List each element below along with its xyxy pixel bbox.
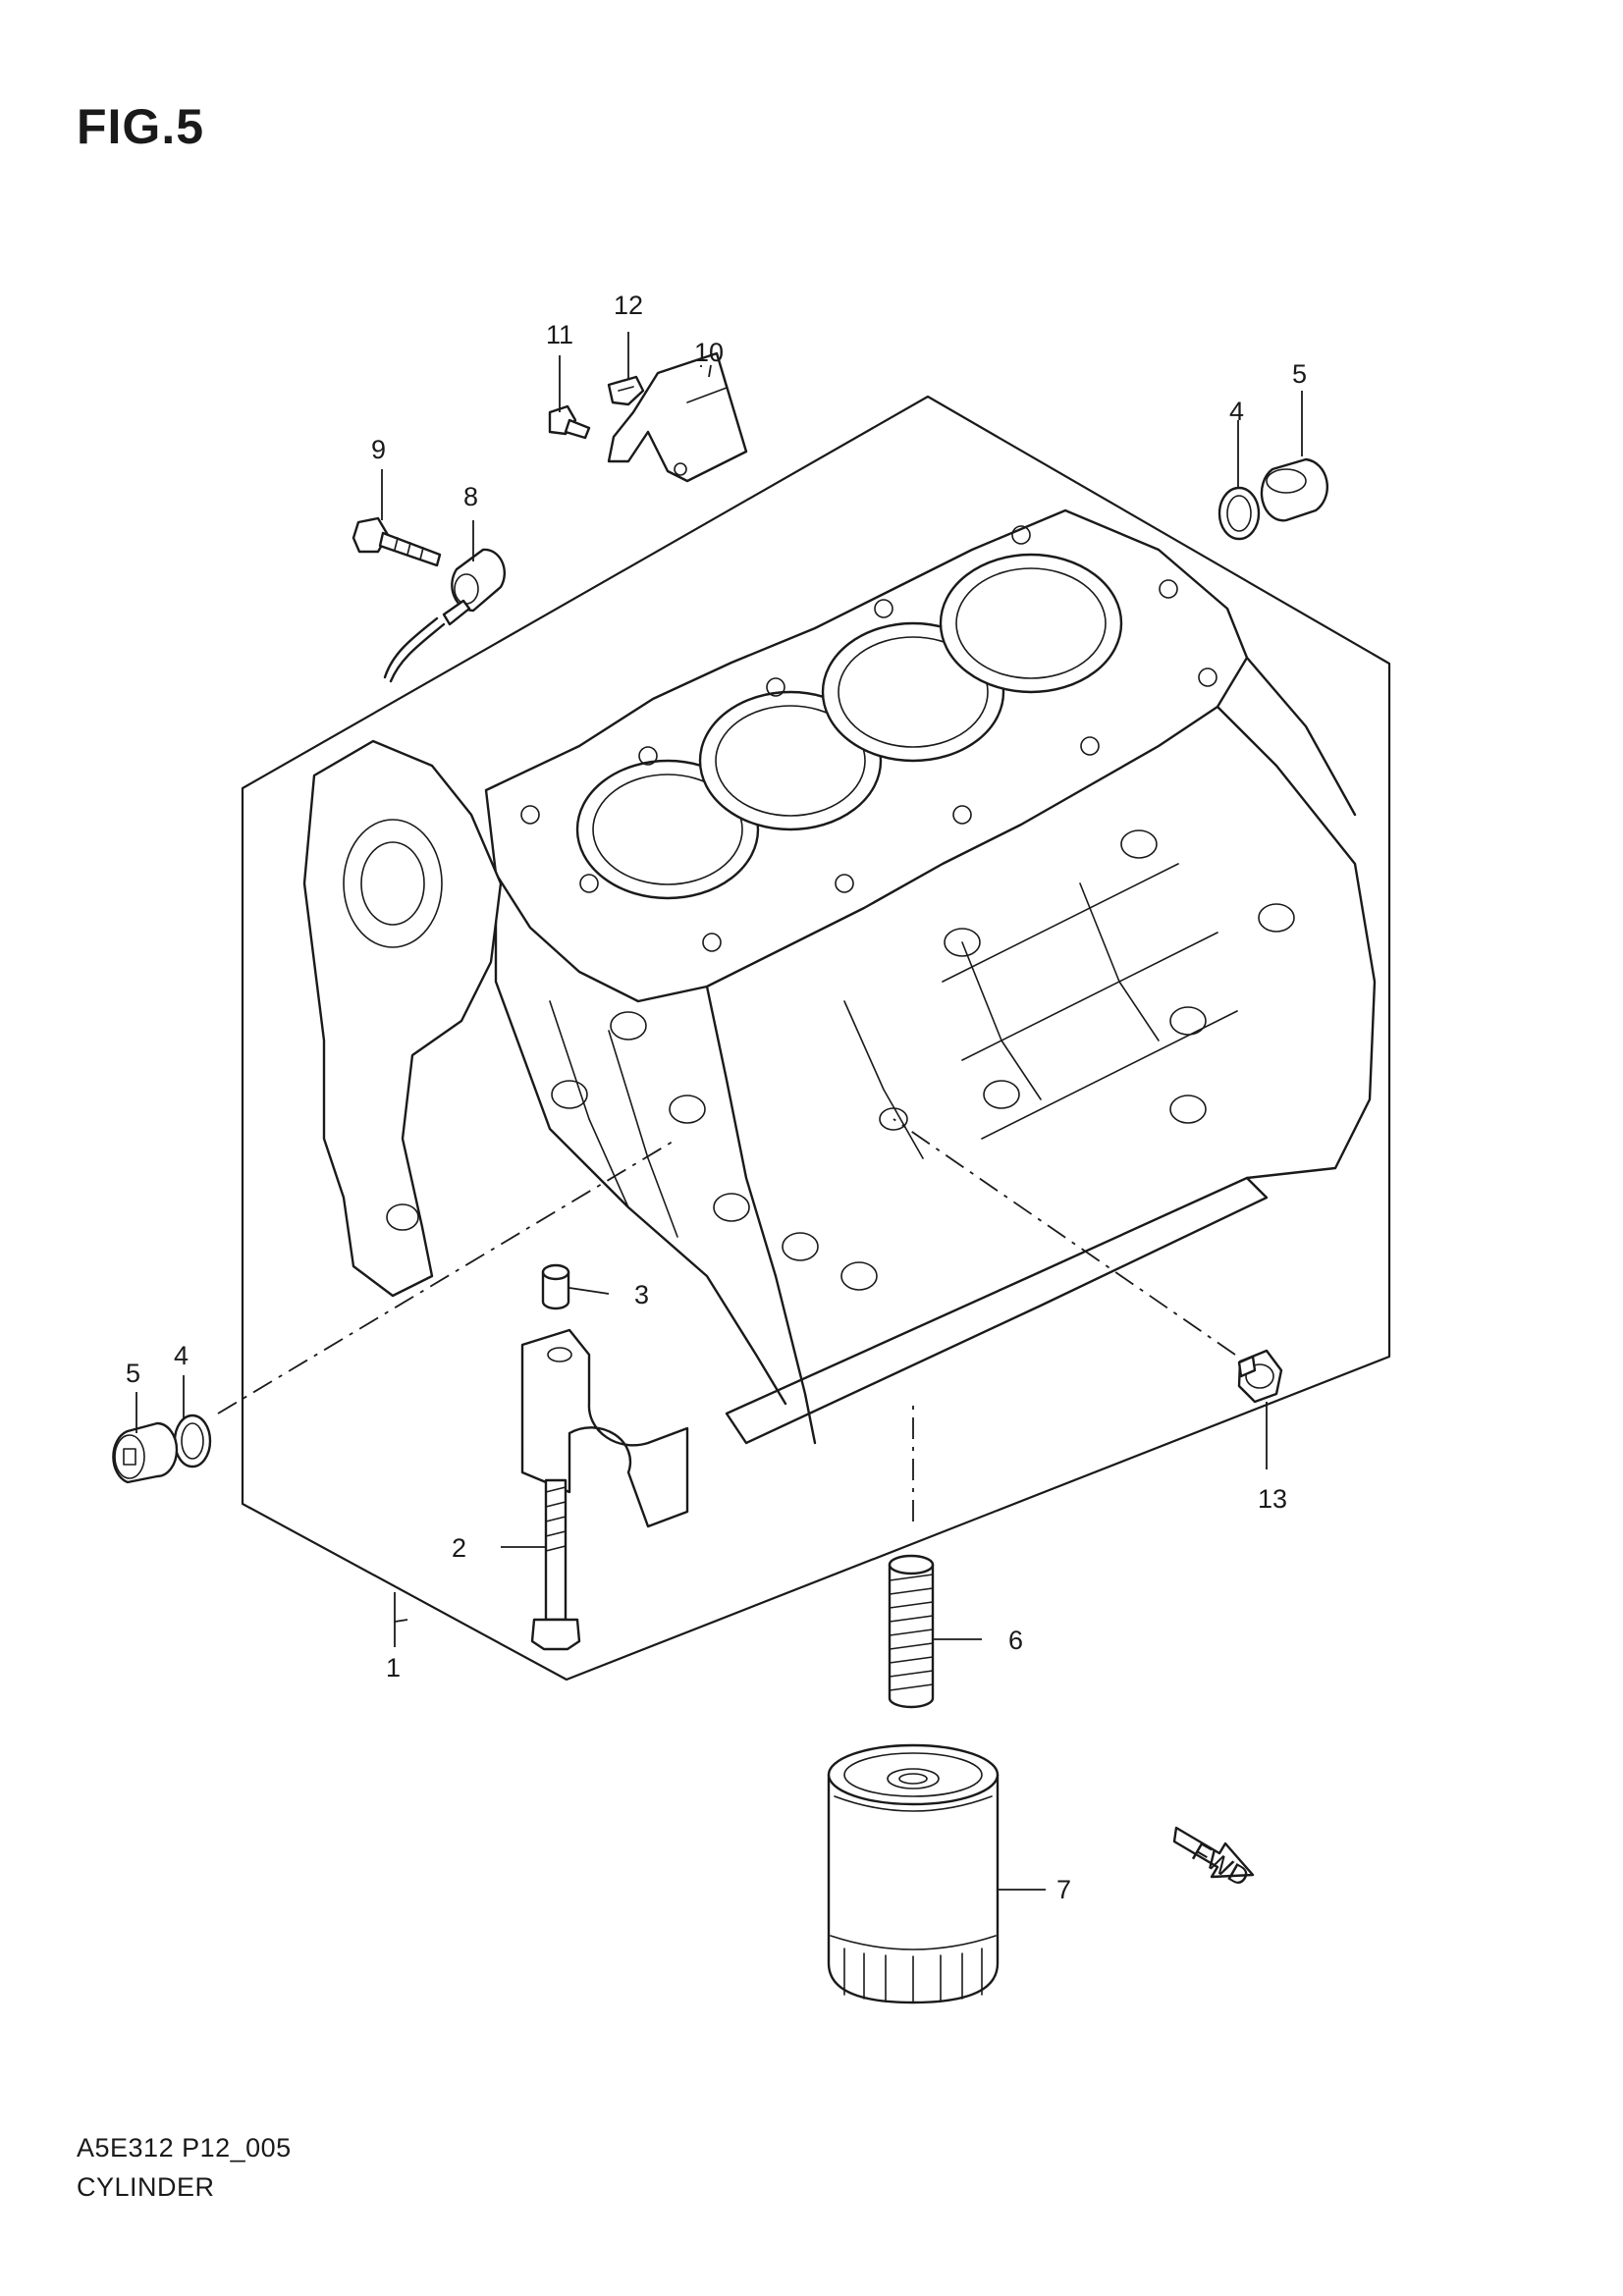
part-3-dowel-pin[interactable] (541, 1263, 570, 1310)
callout-7: 7 (1056, 1875, 1071, 1904)
part-11-bolt[interactable] (548, 404, 591, 440)
callout-1: 1 (386, 1653, 401, 1682)
callout-11: 11 (546, 320, 573, 349)
part-10-bracket[interactable] (607, 351, 748, 483)
bearing-cap[interactable] (520, 1328, 689, 1528)
callout-13: 13 (1258, 1484, 1287, 1514)
part-4-right-gasket[interactable] (1217, 486, 1261, 541)
callout-9: 9 (371, 435, 386, 464)
fwd-label: FWD (1187, 1837, 1254, 1893)
callout-5-right: 5 (1292, 359, 1307, 389)
part-13-oil-pressure-switch[interactable] (1237, 1349, 1283, 1404)
bore-4 (939, 553, 1123, 694)
cylinder-block[interactable] (302, 508, 1377, 1445)
part-9-bolt[interactable] (352, 516, 442, 567)
callout-10: 10 (694, 338, 724, 367)
callout-3: 3 (634, 1280, 649, 1309)
part-7-oil-filter[interactable] (827, 1743, 1000, 2004)
callout-4-left: 4 (174, 1341, 189, 1370)
part-12-clip[interactable] (607, 375, 645, 406)
callout-4-right: 4 (1229, 397, 1244, 426)
callout-12: 12 (614, 291, 643, 320)
part-2-bolt[interactable] (530, 1478, 581, 1651)
drawing-code: A5E312 P12_005 (77, 2133, 292, 2163)
assembly-frame (241, 395, 1391, 1682)
callout-5-left: 5 (126, 1359, 140, 1388)
centerlines (217, 1118, 1236, 1522)
figure-title: FIG.5 (77, 99, 205, 154)
drawing-caption: CYLINDER (77, 2172, 215, 2202)
leader-lines (135, 332, 1303, 1891)
part-8-knock-sensor[interactable] (383, 548, 507, 683)
callout-2: 2 (452, 1533, 466, 1563)
callout-6: 6 (1008, 1626, 1023, 1655)
part-5-left-plug[interactable] (112, 1421, 179, 1484)
callout-numbers: 1 2 3 4 5 4 5 6 7 8 9 10 11 12 13 (126, 291, 1307, 1904)
part-4-left-gasket[interactable] (173, 1414, 212, 1468)
part-6-stud[interactable] (888, 1554, 935, 1709)
callout-8: 8 (463, 482, 478, 511)
fwd-direction-arrow: FWD (1172, 1826, 1254, 1893)
part-5-right-plug[interactable] (1260, 457, 1328, 522)
